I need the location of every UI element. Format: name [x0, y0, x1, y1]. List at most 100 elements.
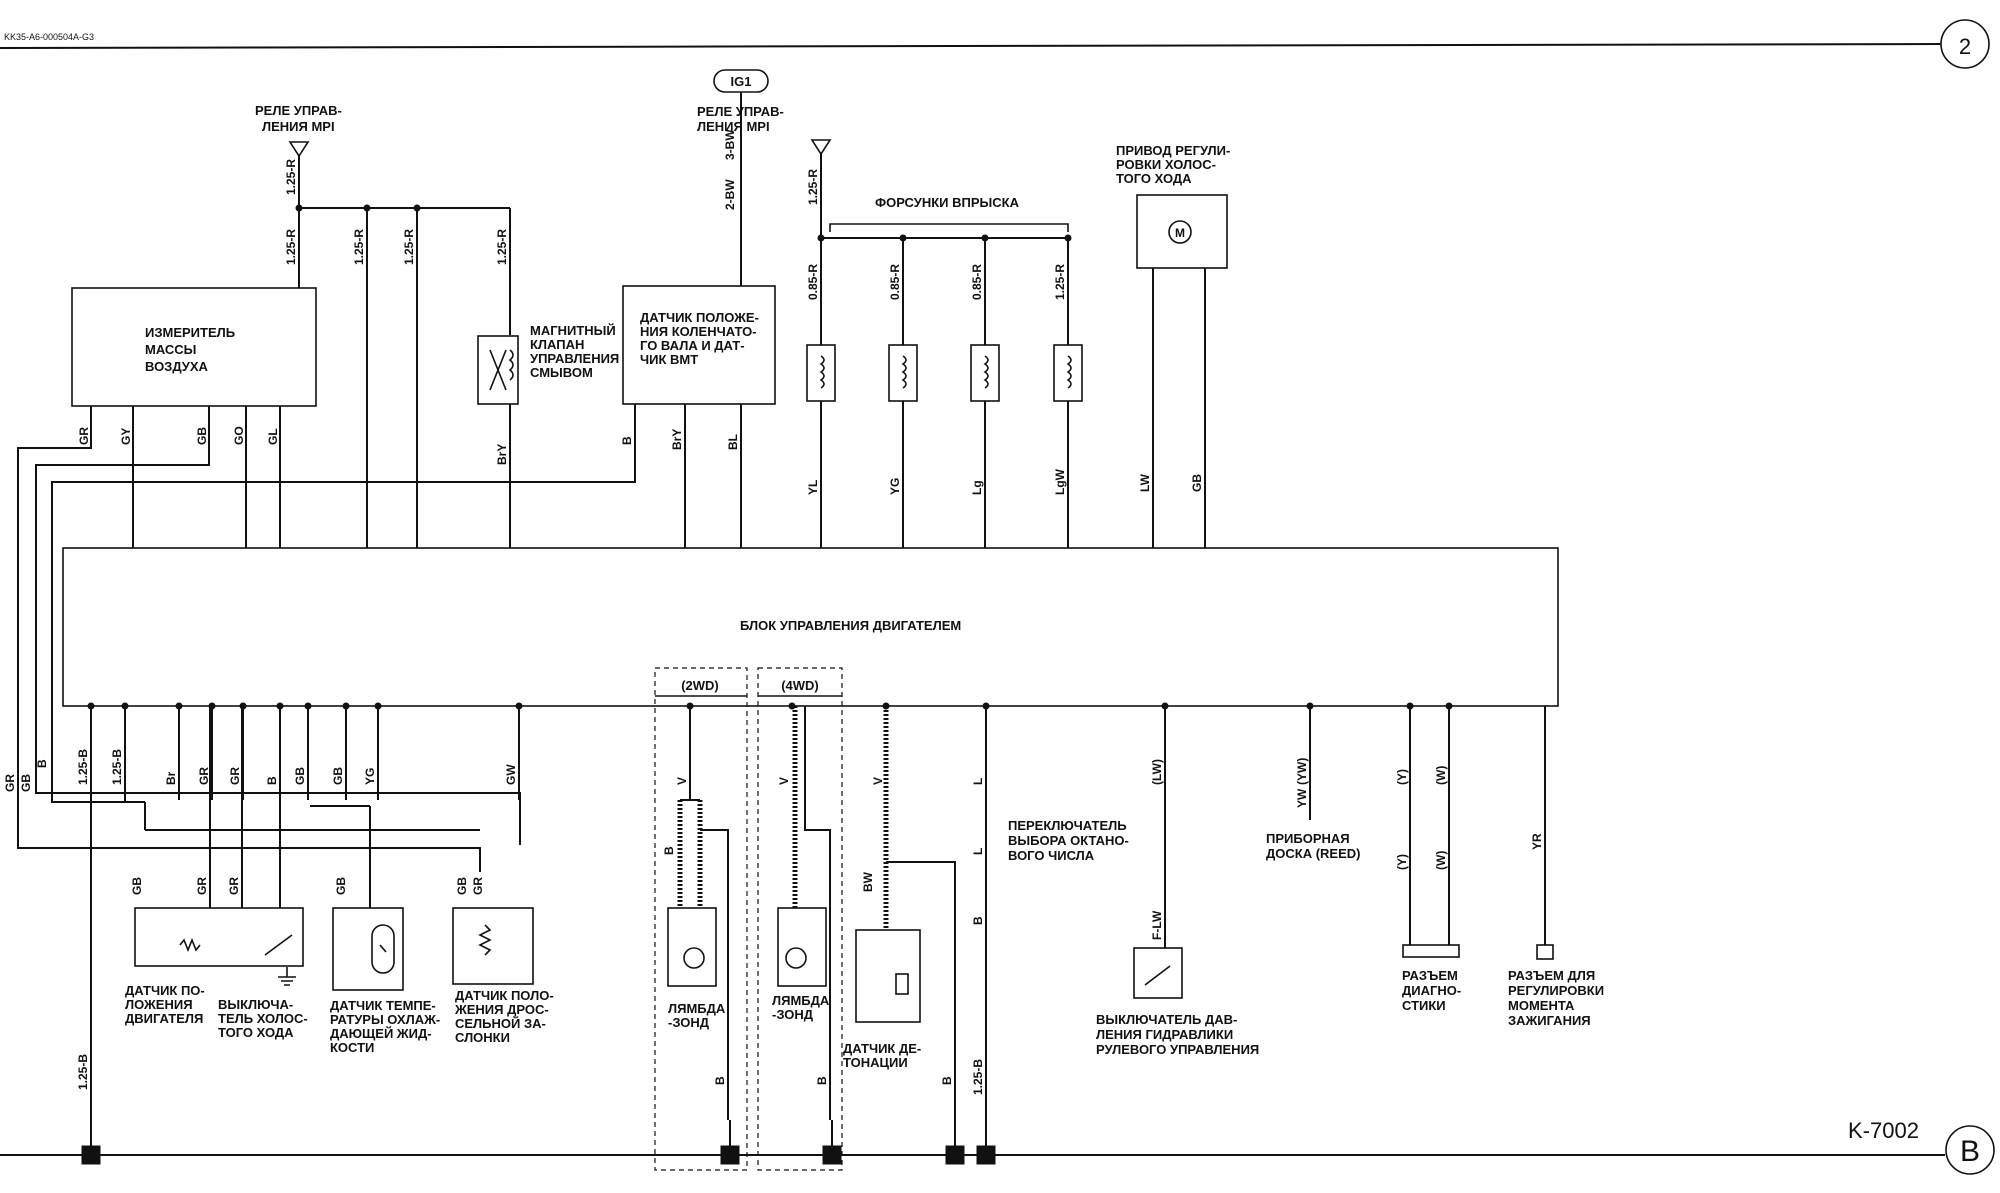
svg-text:1.25-B: 1.25-B	[76, 1054, 90, 1090]
ecu-wire-label: GB	[331, 767, 345, 785]
ecu-wire-label: GB	[293, 767, 307, 785]
svg-text:ЛЕНИЯ MPI: ЛЕНИЯ MPI	[697, 119, 770, 134]
svg-text:ТОНАЦИИ: ТОНАЦИИ	[843, 1055, 908, 1070]
injector-supply-label: 0.85-R	[888, 264, 902, 300]
isc-actuator	[1136, 194, 1228, 269]
ecu-wire-label: (Y)	[1395, 769, 1409, 785]
svg-text:ТОГО ХОДА: ТОГО ХОДА	[1116, 171, 1192, 186]
svg-text:B: B	[713, 1076, 727, 1085]
ground-terminal	[976, 1145, 996, 1165]
svg-text:УПРАВЛЕНИЯ: УПРАВЛЕНИЯ	[530, 351, 619, 366]
svg-text:1.25-R: 1.25-R	[284, 229, 298, 265]
maf-sensor	[71, 287, 317, 407]
knock-sensor	[855, 929, 921, 1023]
svg-text:YR: YR	[1530, 833, 1544, 850]
ground-terminal	[81, 1145, 101, 1165]
svg-text:КЛАПАН: КЛАПАН	[530, 337, 584, 352]
svg-text:GO: GO	[232, 426, 246, 445]
svg-text:РАЗЪЕМ ДЛЯ: РАЗЪЕМ ДЛЯ	[1508, 968, 1595, 983]
ground-terminals	[81, 1120, 996, 1165]
svg-text:РУЛЕВОГО УПРАВЛЕНИЯ: РУЛЕВОГО УПРАВЛЕНИЯ	[1096, 1042, 1259, 1057]
svg-text:LW: LW	[1138, 473, 1152, 492]
svg-text:ЖЕНИЯ ДРОС-: ЖЕНИЯ ДРОС-	[454, 1002, 549, 1017]
box-4wd	[757, 667, 843, 1171]
svg-text:GB: GB	[455, 877, 469, 895]
ground-terminal	[945, 1145, 965, 1165]
ecu-wire-label: V	[777, 777, 791, 785]
svg-text:ВОГО ЧИСЛА: ВОГО ЧИСЛА	[1008, 848, 1095, 863]
svg-text:ЧИК ВМТ: ЧИК ВМТ	[640, 352, 698, 367]
svg-text:M: M	[1175, 226, 1185, 240]
svg-text:ПРИВОД РЕГУЛИ-: ПРИВОД РЕГУЛИ-	[1116, 143, 1230, 158]
svg-text:ГО ВАЛА И ДАТ-: ГО ВАЛА И ДАТ-	[640, 338, 745, 353]
svg-text:GR: GR	[471, 877, 485, 895]
injector-4	[1053, 344, 1083, 402]
injector-signal-label: LgW	[1053, 468, 1067, 495]
injector-bracket	[829, 223, 1069, 232]
svg-text:ДАТЧИК ПОЛОЖЕ-: ДАТЧИК ПОЛОЖЕ-	[640, 310, 759, 325]
svg-text:ТЕЛЬ ХОЛОС-: ТЕЛЬ ХОЛОС-	[218, 1011, 308, 1026]
svg-text:GR: GR	[3, 774, 17, 792]
svg-text:-ЗОНД: -ЗОНД	[668, 1015, 710, 1030]
svg-text:ИЗМЕРИТЕЛЬ: ИЗМЕРИТЕЛЬ	[145, 325, 235, 340]
ecu-wire-label: (YW)	[1295, 758, 1309, 785]
injector-coil	[901, 355, 907, 389]
page-bottom-marker: B	[1960, 1135, 1980, 1168]
ecu-wire-label: GR	[228, 767, 242, 785]
box-2wd	[654, 667, 748, 1171]
svg-text:СЕЛЬНОЙ ЗА-: СЕЛЬНОЙ ЗА-	[455, 1016, 546, 1031]
injector-signal-label: YG	[888, 478, 902, 495]
svg-text:GR: GR	[227, 877, 241, 895]
svg-text:ТОГО ХОДА: ТОГО ХОДА	[218, 1025, 294, 1040]
ecu-wire-label: (W)	[1434, 766, 1448, 785]
svg-text:BW: BW	[861, 871, 875, 892]
svg-text:1.25-R: 1.25-R	[284, 159, 298, 195]
svg-text:ЛЕНИЯ ГИДРАВЛИКИ: ЛЕНИЯ ГИДРАВЛИКИ	[1096, 1027, 1233, 1042]
timing-connector	[1536, 944, 1554, 960]
injector-coil	[983, 355, 989, 389]
ecu-wire-label: V	[675, 777, 689, 785]
relay-right-symbol	[810, 139, 832, 156]
svg-text:ПРИБОРНАЯ: ПРИБОРНАЯ	[1266, 831, 1350, 846]
svg-text:КОСТИ: КОСТИ	[330, 1040, 374, 1055]
svg-text:ПЕРЕКЛЮЧАТЕЛЬ: ПЕРЕКЛЮЧАТЕЛЬ	[1008, 818, 1127, 833]
svg-text:GB: GB	[195, 427, 209, 445]
injector-supply-label: 0.85-R	[970, 264, 984, 300]
svg-text:ДАТЧИК ДЕ-: ДАТЧИК ДЕ-	[843, 1041, 921, 1056]
doc-code: KK35-A6-000504A-G3	[4, 32, 94, 42]
lambda-sensor-2wd	[667, 907, 717, 987]
relay-left-line2: ЛЕНИЯ MPI	[262, 119, 335, 134]
ecu-wire-label: YG	[363, 768, 377, 785]
svg-text:ДАТЧИК ПО-: ДАТЧИК ПО-	[125, 983, 205, 998]
svg-text:GR: GR	[195, 877, 209, 895]
svg-text:GB: GB	[19, 774, 33, 792]
svg-text:1.25-R: 1.25-R	[352, 229, 366, 265]
svg-text:1.25-B: 1.25-B	[971, 1059, 985, 1095]
svg-text:GB: GB	[130, 877, 144, 895]
ecu-wire-label: B	[265, 776, 279, 785]
svg-text:GB: GB	[1190, 474, 1204, 492]
diag-connector	[1402, 944, 1460, 958]
ecu-wire-label: GR	[197, 767, 211, 785]
ecu-wire-label: V	[871, 777, 885, 785]
svg-text:GY: GY	[119, 428, 133, 445]
ecu-wire-label: Br	[164, 771, 178, 785]
injector-2	[888, 344, 918, 402]
svg-text:(4WD): (4WD)	[781, 678, 819, 693]
svg-text:ЛЯМБДА: ЛЯМБДА	[772, 993, 830, 1008]
ecu-wire-label: (LW)	[1150, 759, 1164, 785]
svg-text:СМЫВОМ: СМЫВОМ	[530, 365, 593, 380]
svg-text:BrY: BrY	[495, 444, 509, 465]
lambda-sensor-4wd	[777, 907, 827, 987]
svg-text:B: B	[971, 916, 985, 925]
svg-text:ДАЮЩЕЙ ЖИД-: ДАЮЩЕЙ ЖИД-	[330, 1026, 432, 1041]
ground-terminal	[720, 1145, 740, 1165]
svg-text:GR: GR	[77, 427, 91, 445]
svg-text:ДАТЧИК ПОЛО-: ДАТЧИК ПОЛО-	[455, 988, 554, 1003]
svg-text:РОВКИ ХОЛОС-: РОВКИ ХОЛОС-	[1116, 157, 1216, 172]
crank-sensor	[622, 285, 776, 405]
svg-text:F-LW: F-LW	[1150, 910, 1164, 940]
